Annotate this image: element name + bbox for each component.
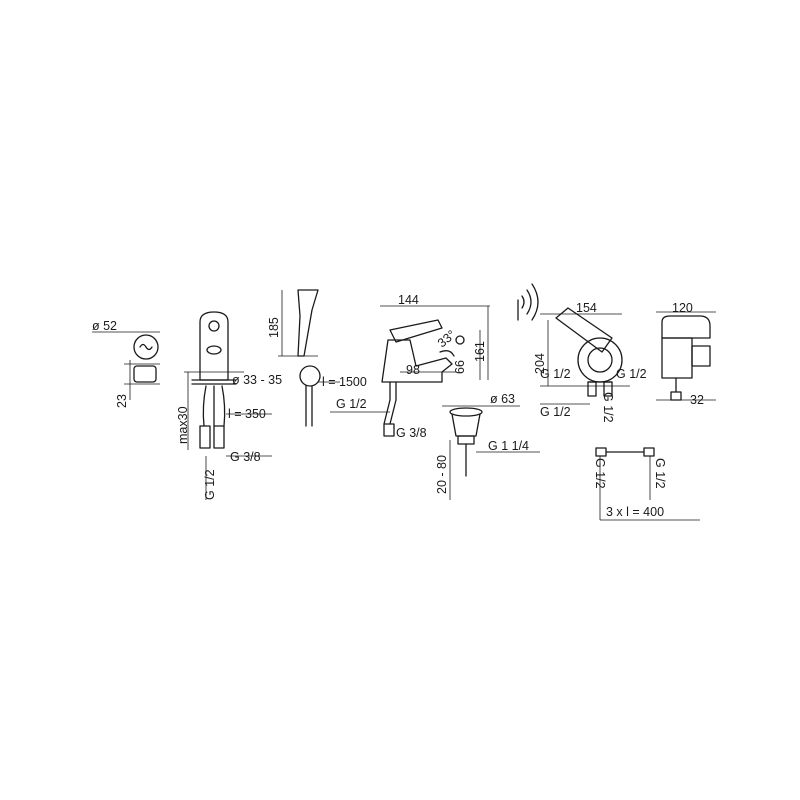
height-66-label: 66 — [453, 360, 467, 374]
max30-label: max30 — [176, 406, 190, 444]
height-23-label: 23 — [115, 394, 129, 408]
connection-hose-drawing — [595, 447, 700, 521]
hand-shower-drawing — [278, 289, 340, 427]
g12-valve-label-c: G 1/2 — [540, 405, 571, 419]
g12-mixer-label: G 1/2 — [336, 397, 367, 411]
g12-left-label: G 1/2 — [203, 469, 217, 500]
popup-waste-drawing — [442, 405, 540, 500]
diameter-33-35-label: ø 33 - 35 — [232, 373, 282, 387]
height-204-label: 204 — [533, 353, 547, 374]
thermostatic-valve-side-drawing — [656, 311, 716, 401]
g38-left-label: G 3/8 — [230, 450, 261, 464]
height-20-80-label: 20 - 80 — [435, 455, 449, 494]
length-350-label: l = 350 — [228, 407, 266, 421]
length-1500-label: l = 1500 — [322, 375, 367, 389]
wireless-signal-icon — [517, 283, 539, 321]
angle-33-label: 33° — [435, 327, 458, 350]
height-161-label: 161 — [473, 341, 487, 362]
width-120-label: 120 — [672, 301, 693, 315]
g12-hose-label-a: G 1/2 — [593, 458, 607, 489]
height-185-label: 185 — [267, 317, 281, 338]
hose-count-label: 3 x l = 400 — [606, 505, 664, 519]
width-32-label: 32 — [690, 393, 704, 407]
thermostatic-valve-front-drawing — [540, 307, 630, 405]
g38-mixer-label: G 3/8 — [396, 426, 427, 440]
sensor-cap-drawing — [92, 331, 160, 400]
lever-mixer-drawing — [330, 305, 490, 437]
g114-label: G 1 1/4 — [488, 439, 529, 453]
g12-hose-label-b: G 1/2 — [653, 458, 667, 489]
width-154-label: 154 — [576, 301, 597, 315]
width-98-label: 98 — [406, 363, 420, 377]
basin-mixer-drawing — [184, 311, 272, 500]
g12-valve-label-d: G 1/2 — [601, 392, 615, 423]
g12-valve-label-a: G 1/2 — [540, 367, 571, 381]
diameter-52-label: ø 52 — [92, 319, 117, 333]
diameter-63-label: ø 63 — [490, 392, 515, 406]
g12-valve-label-b: G 1/2 — [616, 367, 647, 381]
width-144-label: 144 — [398, 293, 419, 307]
